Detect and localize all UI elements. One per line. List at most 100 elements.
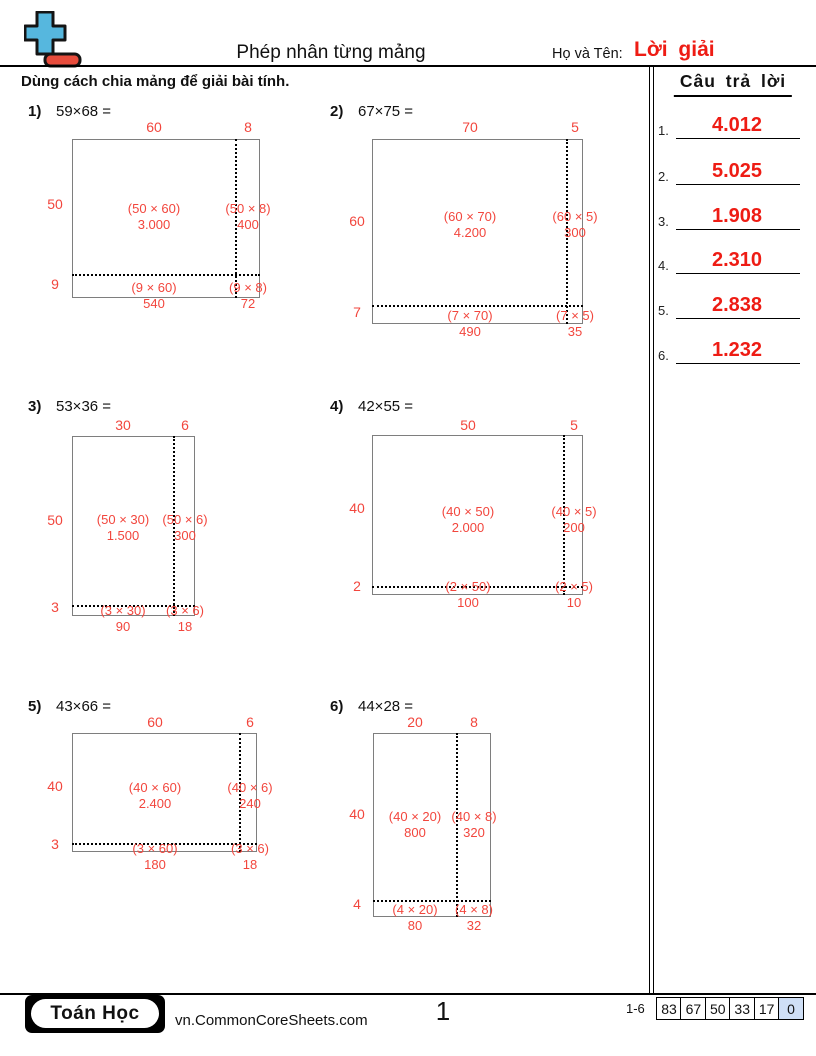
score-cell: 33 (729, 997, 756, 1020)
top-dim-label: 6 (246, 714, 254, 730)
partial-product-cell: (2 × 5)10 (555, 579, 593, 610)
vertical-split-line (239, 733, 241, 852)
answer-value: 5.025 (711, 160, 763, 182)
top-dim-label: 8 (244, 119, 252, 135)
top-dim-label: 30 (115, 417, 131, 433)
answer-number: 6. (658, 348, 669, 363)
toan-hoc-badge: Toán Học (25, 995, 165, 1033)
answers-column-divider (649, 67, 654, 993)
score-range-label: 1-6 (626, 1001, 645, 1016)
partial-product-cell: (40 × 8)320 (451, 809, 497, 840)
answer-number: 3. (658, 214, 669, 229)
horizontal-split-line (372, 586, 583, 588)
top-dim-label: 70 (462, 119, 478, 135)
partial-product-cell: (60 × 70)4.200 (443, 209, 497, 240)
partial-product-cell: (3 × 30)90 (100, 603, 146, 634)
horizontal-split-line (72, 843, 257, 845)
area-model-rect (373, 733, 491, 917)
side-dim-label: 50 (47, 512, 63, 528)
side-dim-label: 50 (47, 196, 63, 212)
area-model-rect (372, 139, 583, 324)
problem-number: 3) (28, 398, 42, 415)
area-model-rect (372, 435, 583, 595)
top-dim-label: 5 (571, 119, 579, 135)
side-dim-label: 3 (51, 599, 59, 615)
partial-product-cell: (3 × 60)180 (132, 841, 178, 872)
website-text: vn.CommonCoreSheets.com (175, 1012, 368, 1029)
problem-number: 2) (330, 103, 344, 120)
vertical-split-line (235, 139, 237, 298)
partial-product-cell: (3 × 6)18 (166, 603, 204, 634)
vertical-split-line (566, 139, 568, 324)
top-dim-label: 8 (470, 714, 478, 730)
answers-heading: Câu trả lời (673, 71, 793, 97)
page-title: Phép nhân từng mảng (236, 42, 426, 63)
top-dim-label: 50 (460, 417, 476, 433)
partial-product-cell: (40 × 60)2.400 (128, 780, 182, 811)
problem-number: 5) (28, 698, 42, 715)
answer-blank-line (676, 138, 800, 139)
answer-number: 5. (658, 303, 669, 318)
partial-product-cell: (2 × 50)100 (445, 579, 491, 610)
partial-product-cell: (60 × 5)300 (552, 209, 598, 240)
partial-product-cell: (40 × 5)200 (551, 504, 597, 535)
answer-number: 4. (658, 258, 669, 273)
side-dim-label: 2 (353, 578, 361, 594)
side-dim-label: 60 (349, 213, 365, 229)
side-dim-label: 40 (47, 778, 63, 794)
partial-product-cell: (7 × 70)490 (447, 308, 493, 339)
score-cell: 83 (656, 997, 682, 1020)
answer-value: 2.310 (711, 249, 763, 271)
page-number: 1 (435, 996, 451, 1026)
partial-product-cell: (9 × 60)540 (131, 280, 177, 311)
problem-number: 4) (330, 398, 344, 415)
partial-product-cell: (50 × 6)300 (162, 512, 208, 543)
problem-expression: 44×28 = (358, 698, 414, 715)
vertical-split-line (456, 733, 458, 917)
answer-value: 2.838 (711, 294, 763, 316)
problem-expression: 59×68 = (56, 103, 112, 120)
score-cell: 67 (680, 997, 707, 1020)
answer-value: 1.232 (711, 339, 763, 361)
name-answer-key: Lời giải (634, 38, 715, 61)
answer-blank-line (676, 184, 800, 185)
partial-product-cell: (4 × 20)80 (392, 902, 438, 933)
score-cell-highlighted: 0 (778, 997, 805, 1020)
partial-product-cell: (40 × 50)2.000 (441, 504, 495, 535)
top-dim-label: 60 (146, 119, 162, 135)
top-dim-label: 20 (407, 714, 423, 730)
problem-expression: 42×55 = (358, 398, 414, 415)
partial-product-cell: (40 × 6)240 (227, 780, 273, 811)
answer-value: 4.012 (711, 114, 763, 136)
answer-blank-line (676, 229, 800, 230)
partial-product-cell: (9 × 8)72 (229, 280, 267, 311)
side-dim-label: 3 (51, 836, 59, 852)
partial-product-cell: (50 × 30)1.500 (96, 512, 150, 543)
problem-expression: 43×66 = (56, 698, 112, 715)
answer-blank-line (676, 363, 800, 364)
answer-blank-line (676, 318, 800, 319)
footer-divider (0, 993, 816, 995)
partial-product-cell: (3 × 6)18 (231, 841, 269, 872)
answer-blank-line (676, 273, 800, 274)
problem-number: 6) (330, 698, 344, 715)
side-dim-label: 40 (349, 500, 365, 516)
side-dim-label: 4 (353, 896, 361, 912)
problem-number: 1) (28, 103, 42, 120)
score-cell: 50 (704, 997, 731, 1020)
vertical-split-line (173, 436, 175, 616)
area-model-rect (72, 139, 260, 298)
partial-product-cell: (7 × 5)35 (556, 308, 594, 339)
side-dim-label: 7 (353, 304, 361, 320)
top-dim-label: 60 (147, 714, 163, 730)
side-dim-label: 9 (51, 276, 59, 292)
horizontal-split-line (372, 305, 583, 307)
answer-value: 1.908 (711, 205, 763, 227)
partial-product-cell: (40 × 20)800 (388, 809, 442, 840)
math-plus-minus-icon (24, 11, 82, 68)
horizontal-split-line (72, 274, 260, 276)
score-table: 83 67 50 33 17 0 (656, 997, 805, 1020)
vertical-split-line (563, 435, 565, 595)
partial-product-cell: (50 × 60)3.000 (127, 201, 181, 232)
